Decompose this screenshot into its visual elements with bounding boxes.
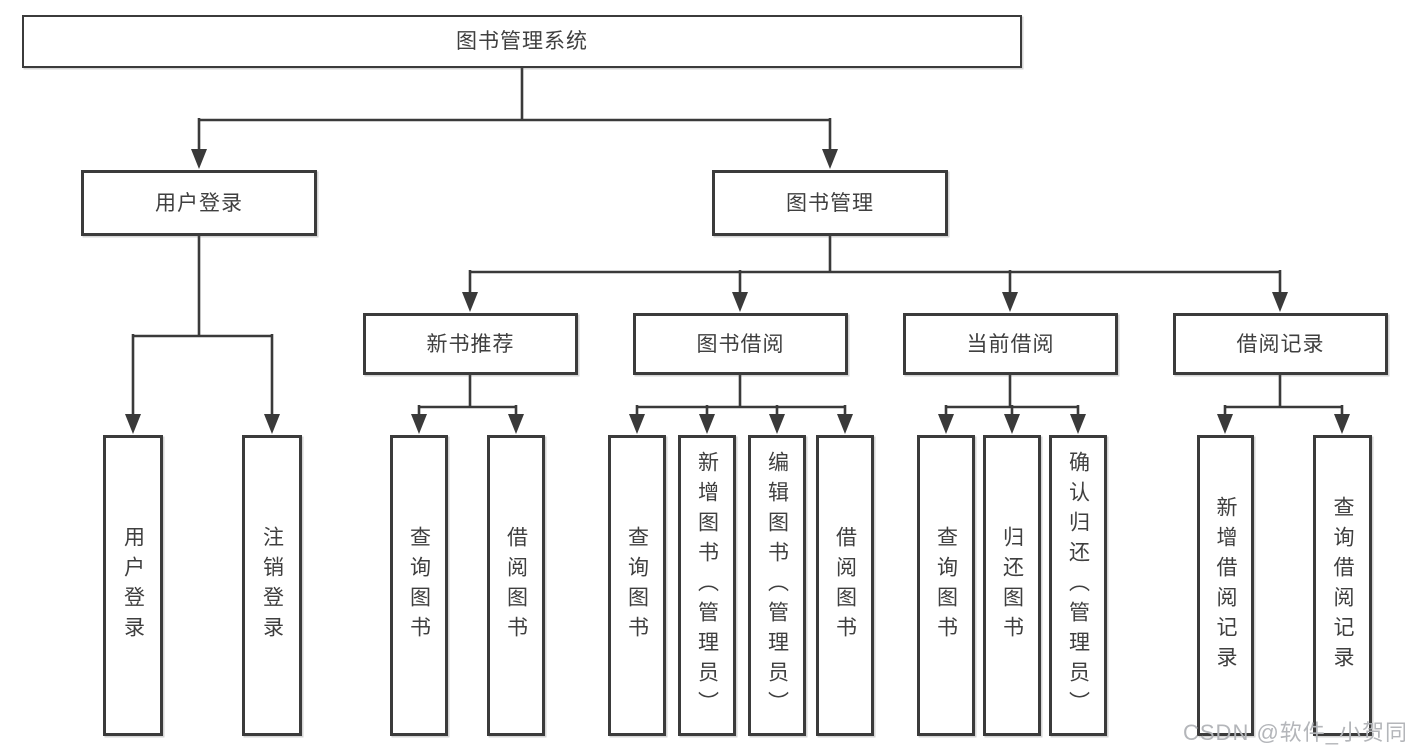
leaf-recommend-borrow-books: 借阅图书 [487,435,545,736]
leaf-current-query-books: 查询图书 [917,435,975,736]
leaf-user-login: 用户登录 [103,435,163,736]
connector-book-management [468,236,1282,296]
node-book-borrow: 图书借阅 [633,313,848,375]
leaf-return-book: 归还图书 [983,435,1041,736]
node-current-borrow: 当前借阅 [903,313,1118,375]
leaf-query-borrow-record: 查询借阅记录 [1313,435,1372,736]
node-user-login: 用户登录 [81,170,317,236]
leaf-add-borrow-record: 新增借阅记录 [1197,435,1254,736]
node-library-management-system: 图书管理系统 [22,15,1022,68]
connector-new-book-recommend [417,375,518,418]
csdn-watermark: CSDN @软件_小贺同学 [1183,720,1405,745]
leaf-confirm-return-admin: 确认归还（管理员） [1049,435,1107,736]
leaf-logout: 注销登录 [242,435,302,736]
node-book-management: 图书管理 [712,170,948,236]
leaf-borrow-query-books: 查询图书 [608,435,666,736]
node-borrow-record: 借阅记录 [1173,313,1388,375]
connector-book-borrow [635,375,847,418]
leaf-edit-book-admin: 编辑图书（管理员） [748,435,806,736]
connector-root [197,68,832,152]
connector-current-borrow [944,375,1080,418]
connector-user-login [131,236,274,418]
node-new-book-recommend: 新书推荐 [363,313,578,375]
leaf-recommend-query-books: 查询图书 [390,435,448,736]
leaf-borrow-borrow-books: 借阅图书 [816,435,874,736]
leaf-add-book-admin: 新增图书（管理员） [678,435,736,736]
connector-borrow-record [1223,375,1344,418]
